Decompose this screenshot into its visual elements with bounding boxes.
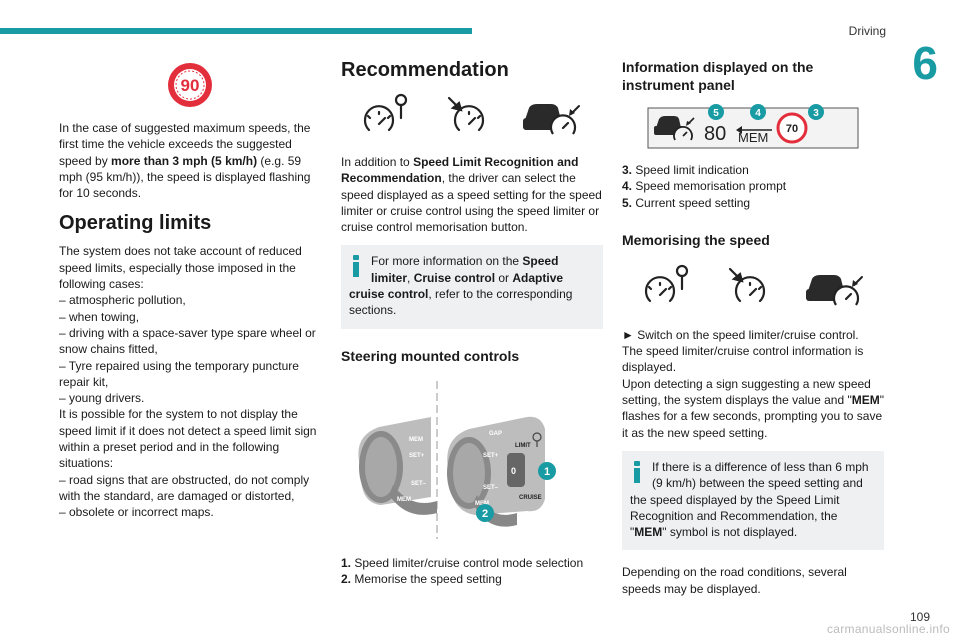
steering-controls-list: 1. Speed limiter/cruise control mode sel…	[341, 555, 603, 588]
svg-text:1: 1	[544, 466, 550, 478]
info-icon	[630, 459, 646, 483]
info-box-mem-difference: If there is a difference of less than 6 …	[622, 450, 884, 551]
paragraph-suggested-speed: In the case of suggested maximum speeds,…	[59, 121, 311, 201]
memorising-icons	[644, 264, 863, 306]
svg-text:5: 5	[713, 108, 719, 119]
page-number: 109	[909, 610, 930, 624]
svg-text:MEM: MEM	[409, 437, 423, 443]
column-1: 90 In the case of suggested maximum spee…	[59, 58, 321, 531]
instrument-panel-figure: 80 MEM 70 5 4 3	[647, 104, 859, 149]
car-speedometer-icon	[806, 274, 863, 306]
speedometer-arrow-icon	[447, 96, 485, 132]
svg-text:4: 4	[755, 108, 761, 119]
heading-operating-limits: Operating limits	[59, 212, 212, 235]
callout-1: 1	[538, 461, 556, 480]
callout-3: 3	[808, 104, 824, 120]
list-item: 4. Speed memorisation prompt	[622, 179, 787, 194]
speed-sign-figure: 90	[168, 63, 212, 107]
car-speedometer-icon	[654, 116, 695, 141]
callout-2: 2	[476, 503, 494, 522]
steering-controls-figure: MEM SET+ SET– MEM 0 GAP LIMIT SET+ SET– …	[358, 380, 556, 539]
list-item: 3. Speed limit indication	[622, 163, 749, 177]
car-speedometer-icon	[523, 104, 580, 135]
svg-text:SET+: SET+	[483, 453, 499, 459]
header-accent-bar	[0, 28, 472, 34]
column-2: Recommendation In addition to	[341, 58, 603, 597]
paragraph-operating-limits: The system does not take account of redu…	[59, 244, 317, 520]
list-item: 2. Memorise the speed setting	[341, 571, 502, 586]
svg-text:CRUISE: CRUISE	[519, 495, 542, 501]
watermark: carmanualsonline.info	[826, 622, 950, 636]
list-item: 1. Speed limiter/cruise control mode sel…	[341, 555, 584, 570]
svg-text:70: 70	[786, 123, 798, 135]
svg-text:SET–: SET–	[411, 481, 427, 487]
right-stalk: 0 GAP LIMIT SET+ SET– CRUISE MEM	[447, 416, 545, 527]
heading-memorising-speed: Memorising the speed	[622, 231, 770, 248]
recommendation-icons	[363, 93, 580, 135]
heading-steering-controls: Steering mounted controls	[341, 347, 520, 364]
svg-text:MEM: MEM	[397, 497, 411, 503]
panel-mem: MEM	[738, 130, 768, 145]
column-3: Information displayed on the instrument …	[622, 58, 884, 607]
svg-text:2: 2	[482, 508, 488, 520]
svg-text:GAP: GAP	[489, 431, 502, 437]
speedometer-arrow-icon	[728, 267, 766, 302]
left-stalk: MEM SET+ SET– MEM	[358, 416, 437, 515]
chapter-number: 6	[912, 37, 938, 89]
info-icon	[349, 253, 365, 278]
panel-limit-sign	[776, 112, 808, 144]
speedometer-pin-icon	[644, 264, 689, 302]
paragraph-road-conditions: Depending on the road conditions, severa…	[622, 565, 847, 596]
svg-text:SET–: SET–	[483, 485, 499, 491]
panel-speed: 80	[704, 123, 726, 145]
svg-text:LIMIT: LIMIT	[515, 443, 531, 449]
speed-sign-value: 90	[181, 76, 200, 95]
chapter-label: Driving	[848, 24, 886, 38]
instrument-panel-list: 3. Speed limit indication 4. Speed memor…	[622, 162, 884, 211]
callout-5: 5	[708, 104, 724, 120]
info-box-more-information: For more information on the Speed limite…	[341, 245, 603, 329]
heading-instrument-panel: Information displayed on the instrument …	[622, 59, 814, 93]
speed-sign-inner	[174, 69, 206, 101]
callout-4: 4	[750, 104, 766, 120]
paragraph-memorising: ► Switch on the speed limiter/cruise con…	[622, 327, 884, 440]
svg-text:SET+: SET+	[409, 453, 425, 459]
list-item: 5. Current speed setting	[622, 195, 751, 210]
speedometer-pin-icon	[363, 93, 408, 132]
paragraph-recommendation: In addition to Speed Limit Recognition a…	[341, 155, 602, 235]
heading-recommendation: Recommendation	[341, 59, 509, 81]
svg-text:0: 0	[511, 466, 516, 476]
svg-text:3: 3	[813, 108, 819, 119]
svg-text:MEM: MEM	[475, 501, 489, 507]
